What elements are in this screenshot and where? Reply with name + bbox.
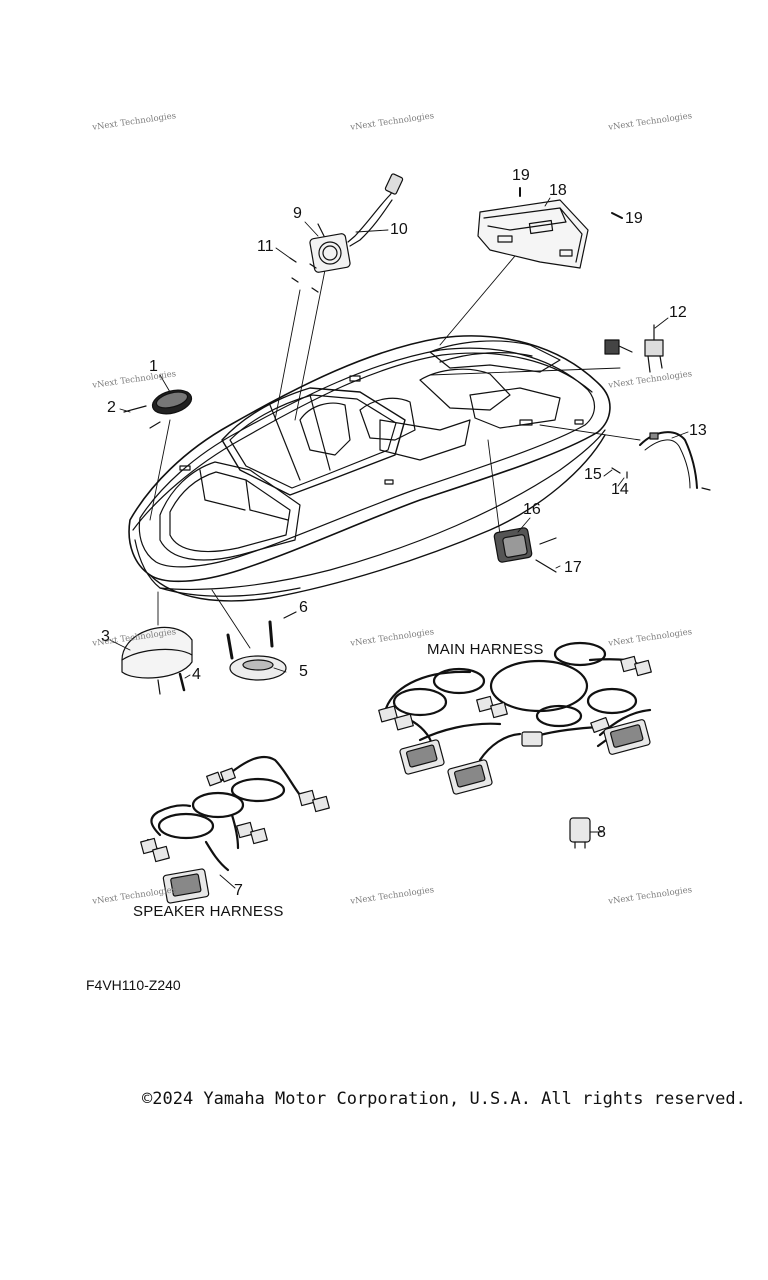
callout-19: 19: [512, 167, 530, 184]
cleat-part: [226, 611, 297, 681]
callout-15: 15: [584, 466, 602, 483]
callout-17: 17: [564, 559, 582, 576]
strap-part: [611, 431, 711, 491]
bow-light-part: [123, 389, 193, 429]
speaker-harness-connectors: [140, 767, 330, 904]
diagram-code: F4VH110-Z240: [86, 977, 181, 993]
callout-8: 8: [597, 824, 606, 841]
switch-part: [493, 527, 557, 573]
callout-6: 6: [299, 599, 308, 616]
callout-16: 16: [523, 501, 541, 518]
callout-2: 2: [107, 399, 116, 416]
sensor-part: [604, 324, 664, 373]
callout-18: 18: [549, 182, 567, 199]
callout-1: 1: [149, 358, 158, 375]
cover-part: [121, 626, 193, 695]
callout-12: 12: [669, 304, 687, 321]
callout-9: 9: [293, 205, 302, 222]
speaker-ring-part: [289, 173, 404, 293]
main-harness-connectors: [378, 655, 652, 795]
relay-part: [569, 817, 591, 849]
leader-lines: [149, 249, 641, 649]
callout-7: 7: [234, 882, 243, 899]
boat-hull: [128, 335, 611, 602]
callout-leaders: [109, 197, 689, 889]
callout-5: 5: [299, 663, 308, 680]
speaker-harness-label: SPEAKER HARNESS: [133, 903, 284, 920]
callout-11: 11: [257, 238, 274, 255]
copyright-notice: ©2024 Yamaha Motor Corporation, U.S.A. A…: [142, 1089, 746, 1109]
main-harness-label: MAIN HARNESS: [427, 641, 544, 658]
callout-3: 3: [101, 628, 110, 645]
callout-19b: 19: [625, 210, 643, 227]
callout-13: 13: [689, 422, 707, 439]
callout-4: 4: [192, 666, 201, 683]
module-part: [477, 187, 623, 269]
callout-14: 14: [611, 481, 629, 498]
callout-10: 10: [390, 221, 408, 238]
